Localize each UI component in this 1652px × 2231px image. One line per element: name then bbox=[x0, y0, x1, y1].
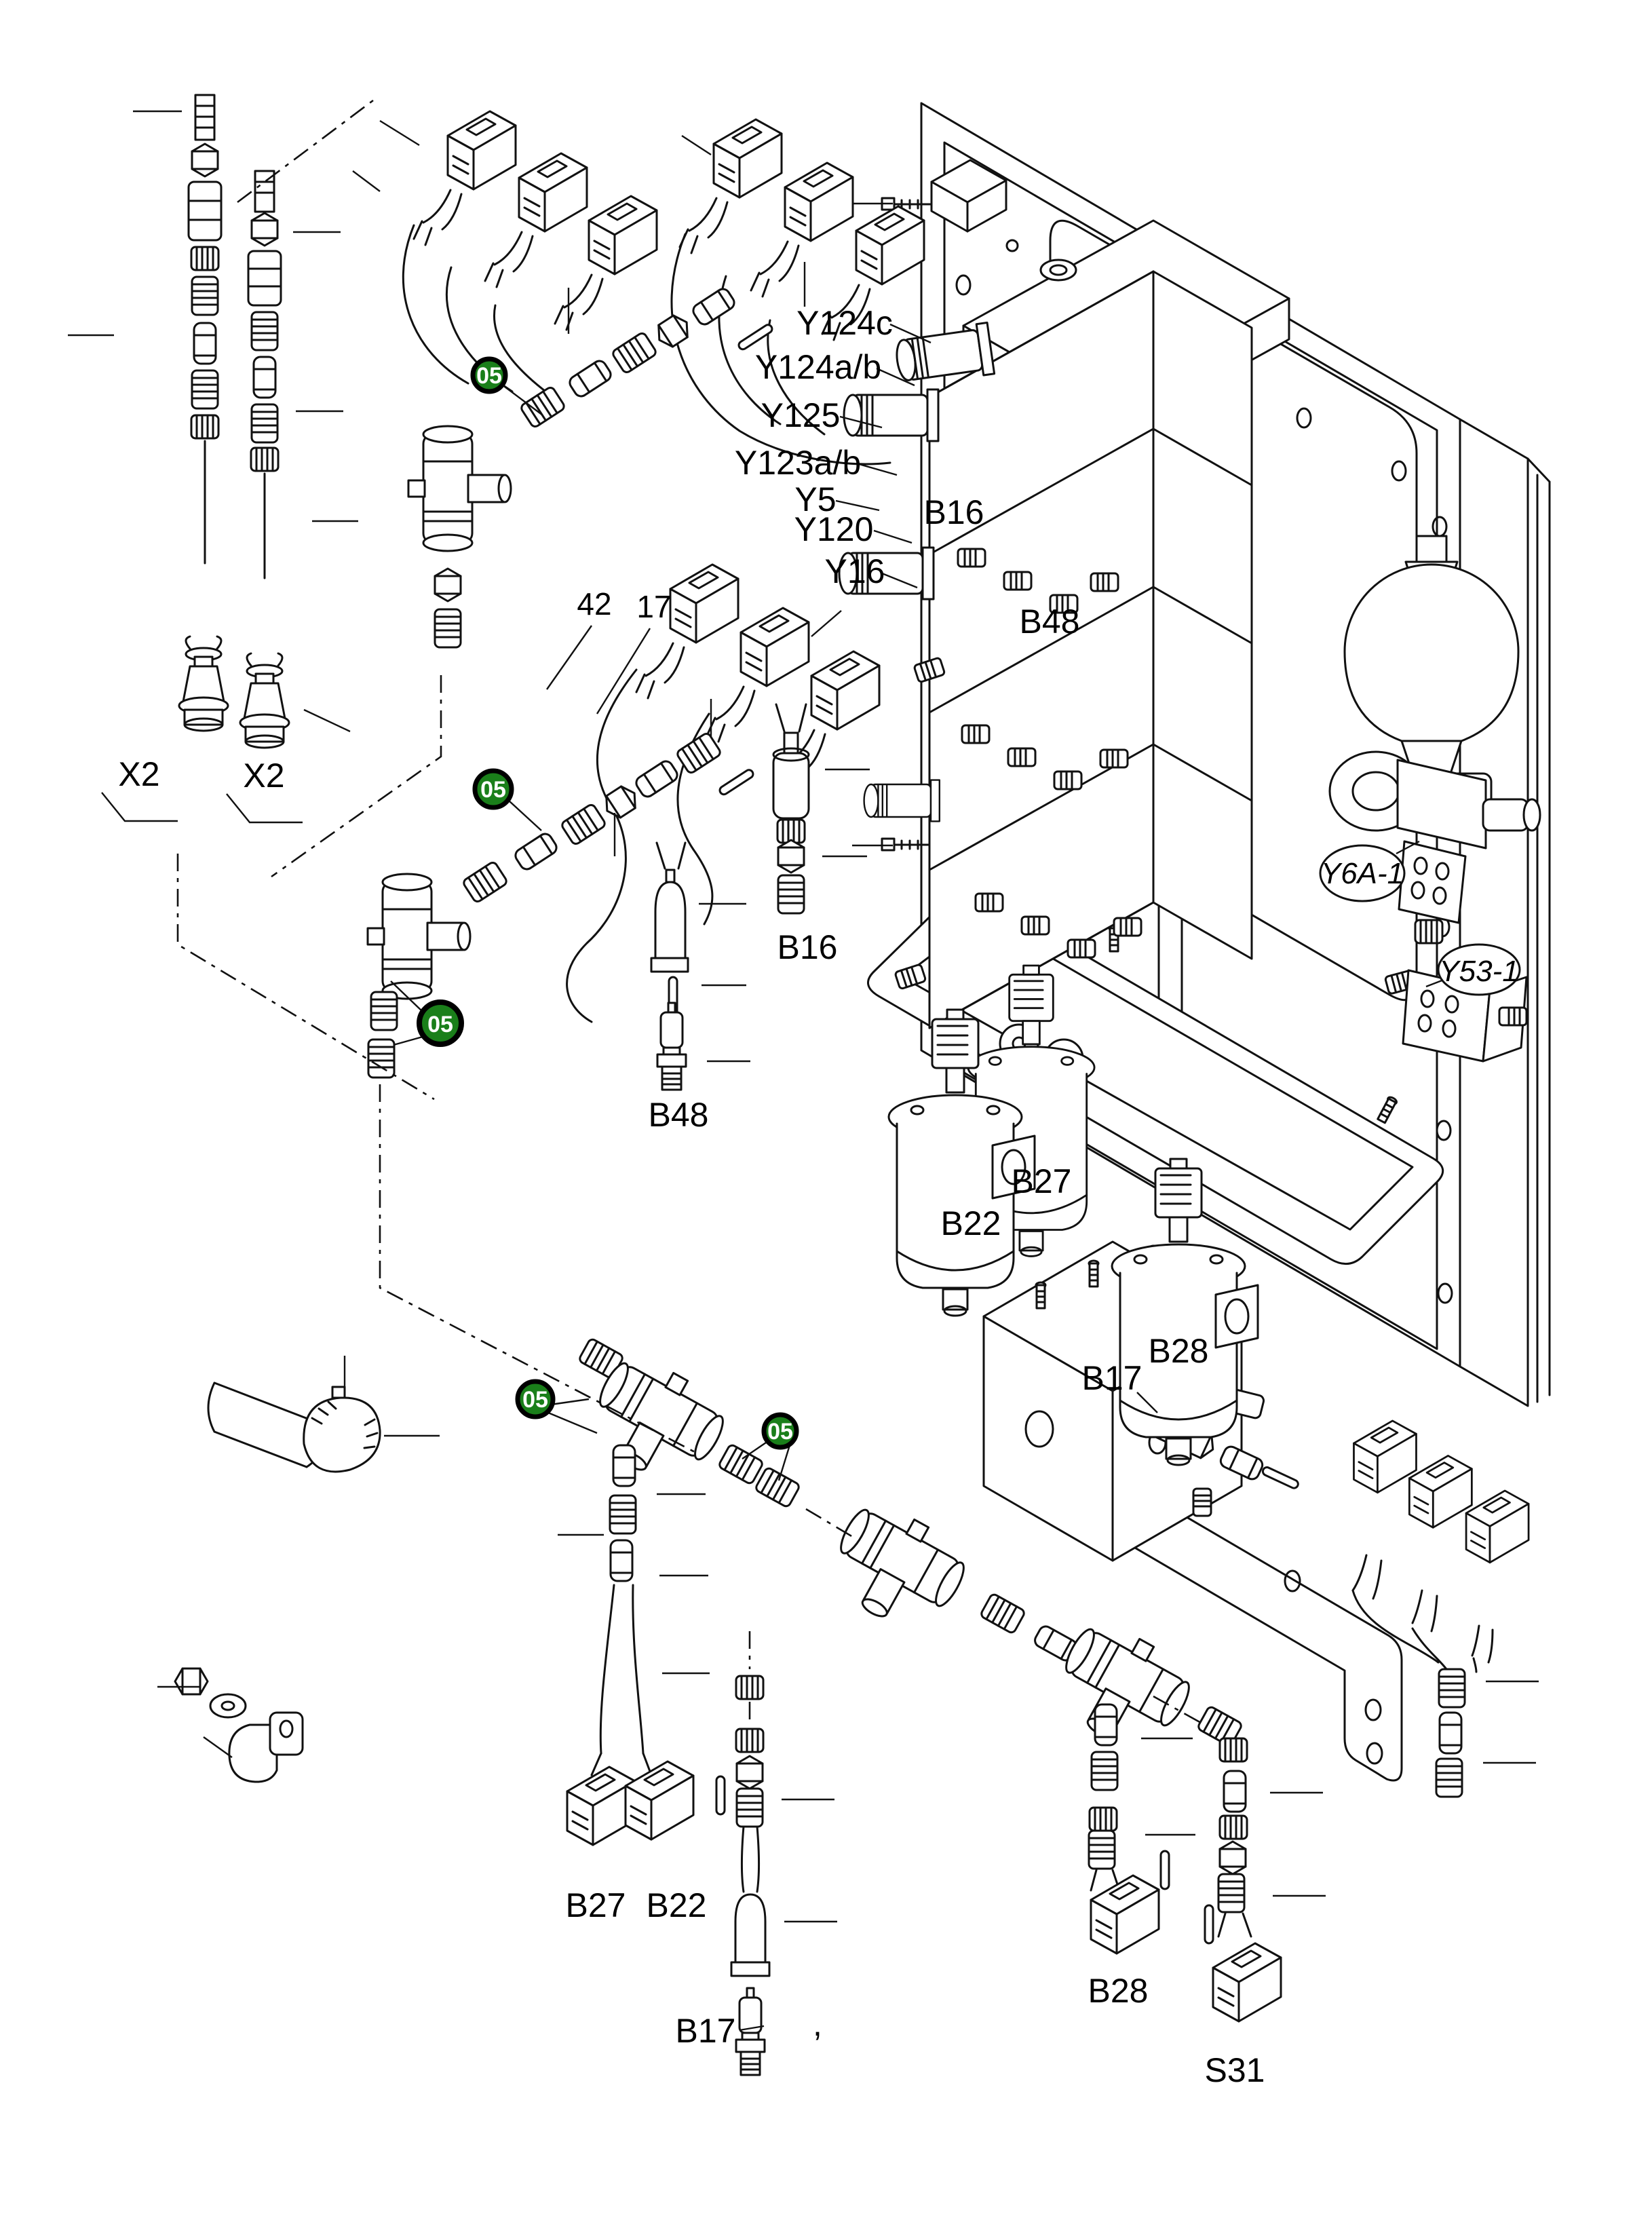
label-y125: Y125 bbox=[761, 396, 841, 434]
column-b28 bbox=[1088, 1703, 1195, 1955]
ellipse-label-y53-1: Y53-1 bbox=[1437, 943, 1521, 996]
label-b27-filter: B27 bbox=[1012, 1162, 1072, 1200]
valve-y6a1 bbox=[1328, 750, 1541, 945]
connector-cluster-bottom-right bbox=[1351, 1419, 1539, 1798]
label-y53-1: Y53-1 bbox=[1439, 955, 1518, 988]
badge-05-3: 05 bbox=[417, 999, 464, 1047]
label-b16-mid: B16 bbox=[777, 928, 838, 966]
svg-text:05: 05 bbox=[476, 363, 502, 389]
fitting-chain-bottom bbox=[558, 1337, 1244, 1764]
solenoid-y120 bbox=[863, 779, 941, 822]
label-y124c: Y124c bbox=[796, 304, 893, 342]
badge-05-5: 05 bbox=[761, 1412, 799, 1450]
label-s31: S31 bbox=[1205, 2051, 1265, 2089]
connector-cluster-top-left bbox=[352, 110, 658, 398]
sensor-b48-mid bbox=[650, 841, 750, 1091]
label-42: 42 bbox=[577, 586, 611, 622]
label-y124ab: Y124a/b bbox=[755, 348, 881, 386]
label-comma: , bbox=[813, 2005, 822, 2043]
label-x2-left: X2 bbox=[118, 755, 159, 793]
label-b16-block: B16 bbox=[924, 493, 984, 531]
label-b48-block: B48 bbox=[1020, 603, 1080, 641]
label-b17-bottom: B17 bbox=[676, 2012, 736, 2050]
label-b27-bottom: B27 bbox=[566, 1886, 626, 1924]
leader-lines bbox=[68, 110, 1444, 2032]
svg-text:05: 05 bbox=[480, 777, 506, 803]
connector-cluster-mid bbox=[566, 563, 881, 1023]
ellipse-label-y6a1: Y6A-1 bbox=[1319, 844, 1406, 902]
label-b28-filter: B28 bbox=[1149, 1332, 1209, 1370]
valve-block bbox=[838, 219, 1290, 1079]
label-b48-mid: B48 bbox=[649, 1096, 709, 1134]
label-b28-bottom: B28 bbox=[1088, 1972, 1149, 2010]
label-17: 17 bbox=[636, 589, 671, 624]
label-b22-bottom: B22 bbox=[647, 1886, 707, 1924]
labels-layer: Y124c Y124a/b Y125 Y123a/b Y5 Y120 Y16 B… bbox=[118, 304, 1521, 2089]
label-b22-filter: B22 bbox=[941, 1204, 1001, 1242]
badge-05-2: 05 bbox=[472, 768, 514, 810]
label-b17-block: B17 bbox=[1082, 1359, 1142, 1397]
column-b27-b22 bbox=[566, 1444, 708, 1846]
sensor-column-left-2 bbox=[239, 170, 290, 749]
solenoid-y124ab bbox=[843, 388, 940, 442]
center-lines bbox=[176, 95, 1203, 1726]
svg-text:05: 05 bbox=[522, 1387, 548, 1413]
label-x2-right: X2 bbox=[243, 757, 284, 795]
fitting-chain-middle bbox=[366, 699, 756, 1079]
label-y16: Y16 bbox=[825, 552, 885, 590]
sensor-b16-mid bbox=[772, 703, 870, 915]
svg-text:05: 05 bbox=[767, 1419, 793, 1445]
sensor-column-left-1 bbox=[178, 94, 229, 732]
label-y6a1: Y6A-1 bbox=[1321, 857, 1404, 890]
badge-05-1: 05 bbox=[470, 356, 508, 394]
column-s31 bbox=[1204, 1737, 1326, 2023]
label-y5: Y5 bbox=[794, 480, 836, 518]
svg-text:05: 05 bbox=[427, 1012, 453, 1037]
label-y123ab: Y123a/b bbox=[735, 444, 861, 482]
label-y120: Y120 bbox=[794, 510, 874, 548]
fitting-chain-top bbox=[407, 262, 806, 649]
column-b17 bbox=[715, 1675, 837, 2076]
misc-hardware bbox=[157, 1356, 440, 1783]
badges-layer: 05 05 05 05 05 bbox=[417, 356, 799, 1450]
badge-05-4: 05 bbox=[515, 1379, 556, 1419]
